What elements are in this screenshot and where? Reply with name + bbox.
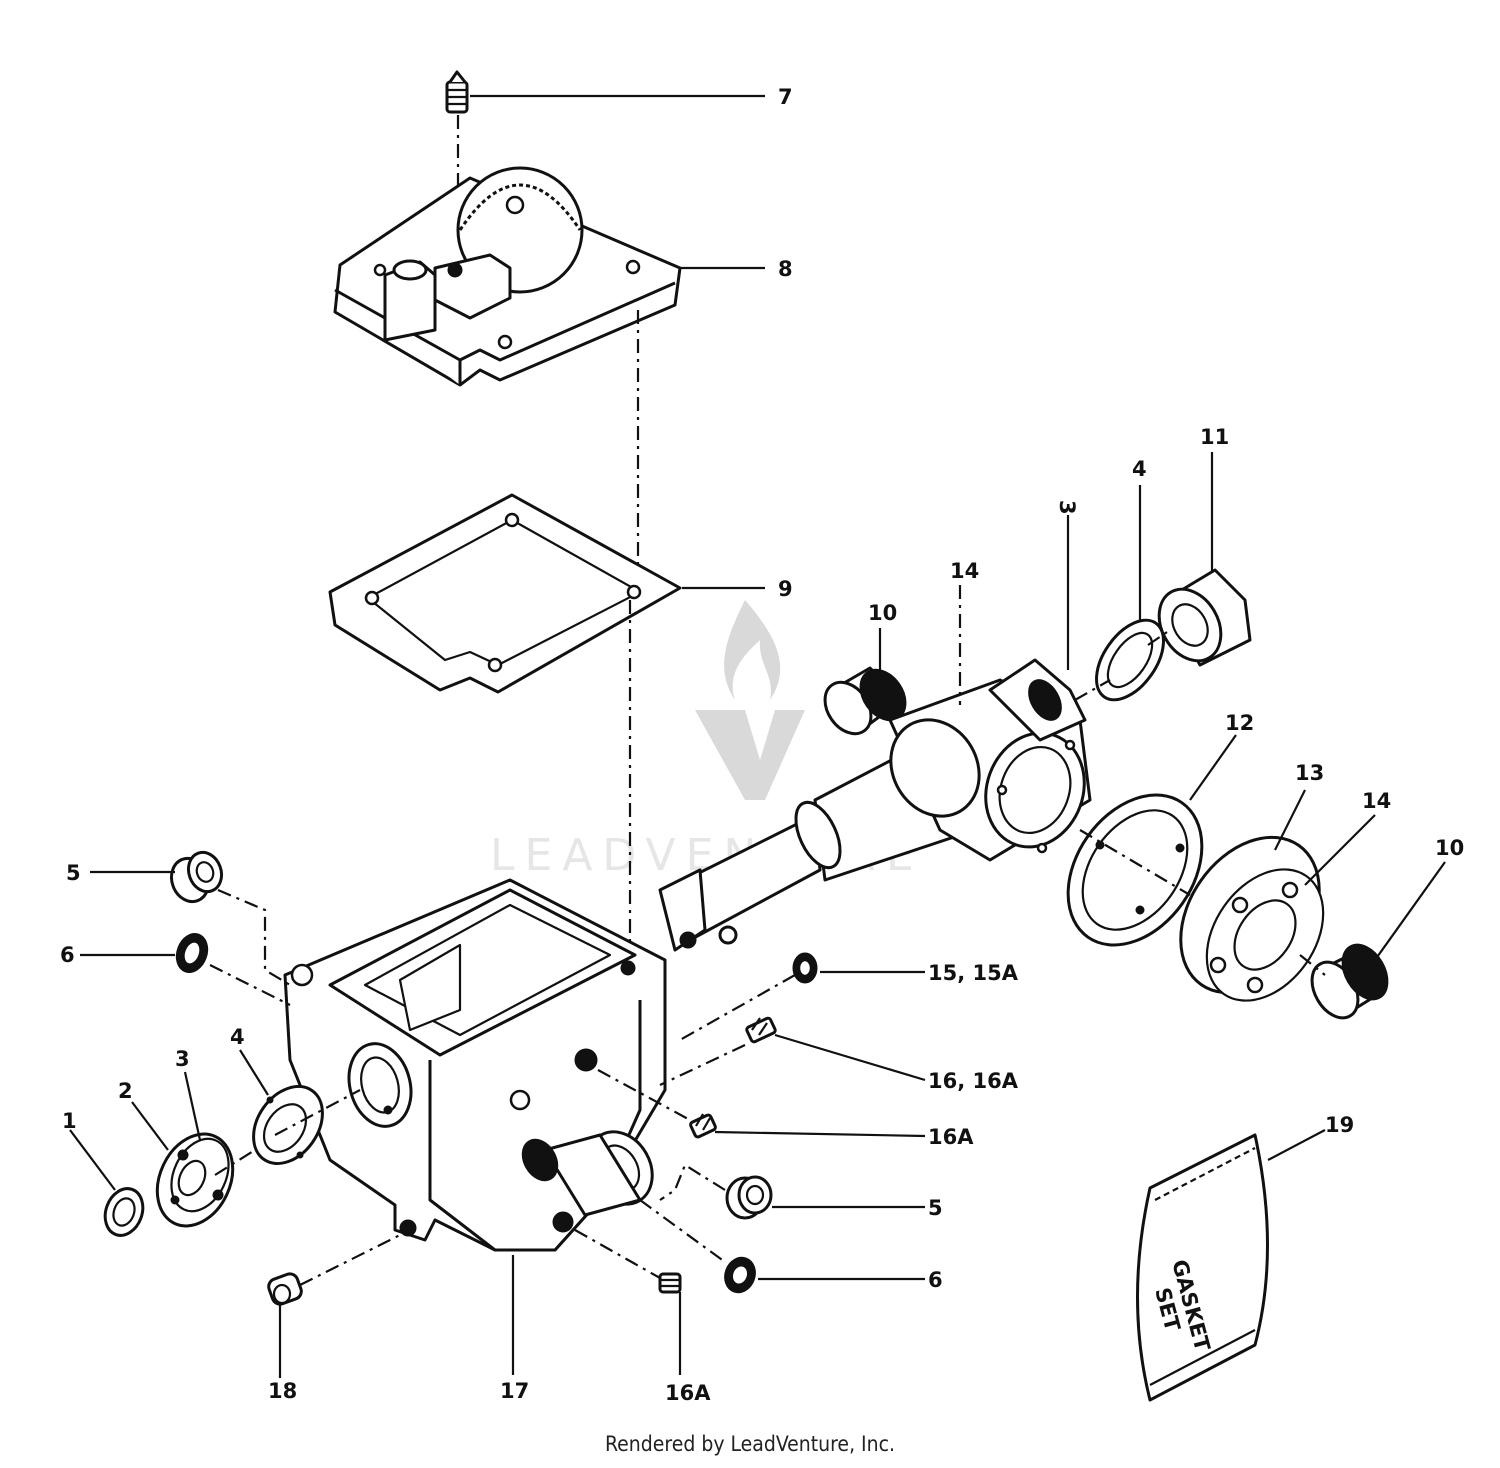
part-16a-plug-mid: [689, 1113, 717, 1139]
callout-9: 9: [778, 577, 793, 601]
part-12-gasket: [1066, 793, 1204, 947]
leader-14-right: [1304, 814, 1376, 886]
part-5-bearing-left: [169, 850, 224, 904]
leader-4-left: [239, 1049, 269, 1096]
leader-3-left: [183, 1071, 202, 1141]
callout-12: 12: [1225, 711, 1254, 735]
part-9-gasket: [328, 493, 682, 694]
leader-10-lower: [1374, 861, 1446, 961]
callout-5-right: 5: [928, 1196, 943, 1220]
callout-14-right: 14: [1362, 789, 1391, 813]
part-6-seal-left: [175, 933, 209, 973]
part-17-gear-housing: [283, 868, 738, 1252]
callout-6-left: 6: [60, 943, 75, 967]
part-7-screw: [445, 70, 469, 114]
leader-2: [131, 1101, 169, 1151]
part-4-washer-left: [252, 1085, 324, 1165]
part-19-gasket-set-bag: GASKET SET: [1136, 1133, 1269, 1402]
part-2-3-seal-retainer: [155, 1132, 235, 1228]
callout-19: 19: [1325, 1113, 1354, 1137]
part-18-plug: [267, 1272, 303, 1306]
callout-6-right: 6: [928, 1268, 943, 1292]
callout-3-left: 3: [175, 1047, 190, 1071]
callout-16a-mid: 16A: [928, 1125, 974, 1149]
callout-16-16a: 16, 16A: [928, 1069, 1019, 1093]
callout-18: 18: [268, 1379, 297, 1403]
footer-credit: Rendered by LeadVenture, Inc.: [605, 1432, 895, 1456]
callout-14-top: 14: [950, 559, 979, 583]
leader-16a-mid: [714, 1130, 926, 1138]
callout-11: 11: [1200, 425, 1229, 449]
callout-10-lower: 10: [1435, 836, 1464, 860]
callout-7: 7: [778, 85, 793, 109]
part-11-bearing-housing: [1157, 568, 1252, 667]
callout-3-right: 3: [1055, 500, 1079, 515]
callout-5-left: 5: [66, 861, 81, 885]
callout-17: 17: [500, 1379, 529, 1403]
callout-16a-bottom: 16A: [665, 1381, 711, 1405]
leader-16: [774, 1033, 926, 1082]
part-6-seal-right: [724, 1256, 756, 1294]
part-5-bearing-right: [725, 1175, 773, 1220]
leader-13: [1274, 789, 1306, 851]
callout-1: 1: [62, 1109, 77, 1133]
part-16a-plug-bottom: [658, 1272, 682, 1294]
part-14-axle-housing: [663, 658, 1092, 942]
part-13-retainer: [1179, 835, 1325, 1002]
leader-1: [69, 1129, 116, 1191]
part-10-bearing-lower: [1310, 943, 1389, 1020]
callout-15-15a: 15, 15A: [928, 961, 1019, 985]
callout-13: 13: [1295, 761, 1324, 785]
part-8-cover-with-gear: [333, 166, 682, 387]
callout-2: 2: [118, 1079, 133, 1103]
leader-19: [1267, 1129, 1326, 1161]
callout-10-upper: 10: [868, 601, 897, 625]
callout-4-left: 4: [230, 1025, 245, 1049]
part-10-bearing-upper: [823, 666, 907, 736]
part-1-seal: [103, 1187, 145, 1237]
leader-12: [1189, 734, 1237, 801]
callout-8: 8: [778, 257, 793, 281]
callout-4-right: 4: [1132, 457, 1147, 481]
part-15-washer: [792, 952, 818, 984]
part-16-plug-upper: [745, 1016, 777, 1044]
part-4-washer-right: [1095, 618, 1165, 702]
